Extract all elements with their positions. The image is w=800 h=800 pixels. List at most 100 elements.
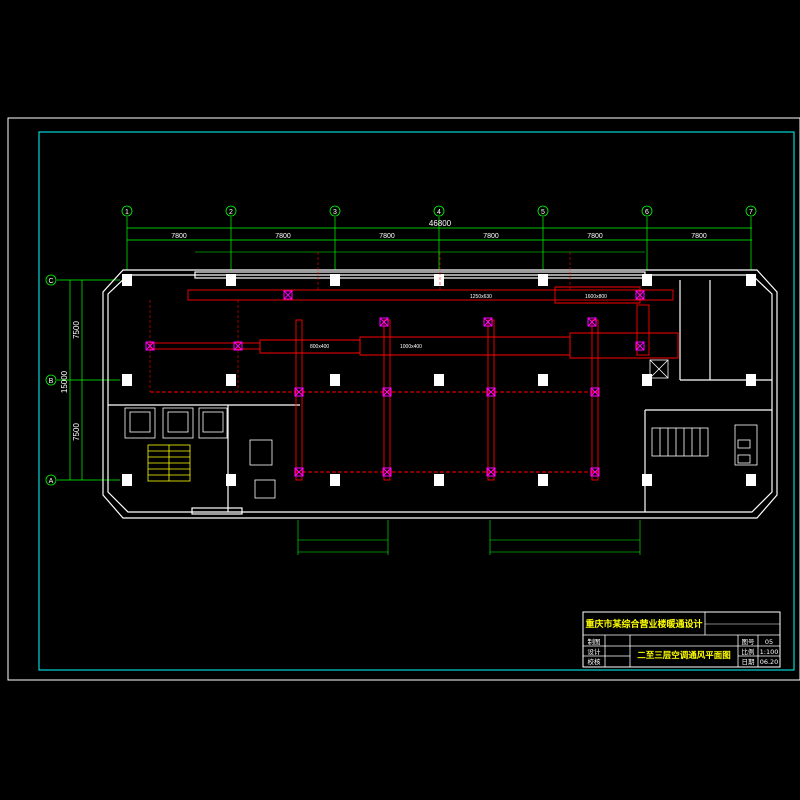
left-dimension-chain: 15000 7500 7500 xyxy=(60,280,83,480)
column-axis-bubbles: 1 2 3 4 5 6 7 xyxy=(121,205,757,217)
bottom-dimensions xyxy=(297,520,641,555)
axis-lines xyxy=(57,217,752,481)
diffuser-cross xyxy=(294,467,304,477)
axis-label-col: 3 xyxy=(333,209,337,216)
duct-label-4: 800x400 xyxy=(310,344,329,350)
duct-label-1: 1250x630 xyxy=(470,294,492,300)
row-axis-bubbles: C B A xyxy=(45,274,57,486)
axis-bubble-col xyxy=(225,205,237,217)
column xyxy=(538,474,548,486)
duct-label-2: 1600x800 xyxy=(585,294,607,300)
diffuser xyxy=(635,341,645,351)
diffuser xyxy=(382,387,392,397)
structural-columns xyxy=(122,274,756,486)
column xyxy=(122,274,132,286)
air-diffusers xyxy=(145,290,645,477)
column xyxy=(330,274,340,286)
bay-dim-4: 7800 xyxy=(483,233,499,240)
axis-bubble-col xyxy=(329,205,341,217)
column xyxy=(330,474,340,486)
column xyxy=(642,274,652,286)
diffuser-cross xyxy=(294,387,304,397)
diffuser-cross xyxy=(283,290,293,300)
column xyxy=(226,274,236,286)
column xyxy=(122,474,132,486)
duct-dash-verticals xyxy=(149,252,571,392)
date-label: 日期 xyxy=(742,658,756,666)
column xyxy=(434,474,444,486)
diffuser-cross xyxy=(382,467,392,477)
axis-bubble-row xyxy=(45,274,57,286)
column xyxy=(434,374,444,386)
diffuser-cross xyxy=(590,387,600,397)
diffuser-cross xyxy=(486,467,496,477)
diffuser-cross xyxy=(635,341,645,351)
row-label-design: 设计 xyxy=(588,647,602,656)
column xyxy=(642,374,652,386)
title-block: 重庆市某综合营业楼暖通设计 制图 设计 校核 二至三层空调通风平面图 图号 05… xyxy=(582,611,781,668)
diffuser xyxy=(379,317,389,327)
diffuser-cross xyxy=(145,341,155,351)
axis-label-row: B xyxy=(49,378,54,385)
diffuser-cross xyxy=(233,341,243,351)
diffuser xyxy=(294,387,304,397)
diffuser xyxy=(233,341,243,351)
top-dimension-chain: 46800 7800 7800 7800 7800 7800 7800 xyxy=(127,219,752,253)
diffuser xyxy=(590,387,600,397)
column xyxy=(538,374,548,386)
axis-bubble-col xyxy=(537,205,549,217)
diffuser-cross xyxy=(635,290,645,300)
bay-dim-2: 7800 xyxy=(275,233,291,240)
inner-frame xyxy=(38,131,795,671)
column xyxy=(330,374,340,386)
axis-label-col: 6 xyxy=(645,209,649,216)
column xyxy=(642,474,652,486)
axis-label-row: A xyxy=(49,478,54,485)
drawing-no-label: 图号 xyxy=(742,638,756,646)
total-dimension: 46800 xyxy=(429,219,452,228)
left-dim-1: 7500 xyxy=(72,321,81,339)
bay-dim-6: 7800 xyxy=(691,233,707,240)
diffuser-cross xyxy=(382,387,392,397)
column xyxy=(746,474,756,486)
column xyxy=(226,474,236,486)
stair-core-left xyxy=(124,407,276,499)
left-dim-2: 7500 xyxy=(72,423,81,441)
column xyxy=(538,274,548,286)
diffuser xyxy=(145,341,155,351)
axis-label-col: 7 xyxy=(749,209,753,216)
diffuser-cross xyxy=(486,387,496,397)
duct-size-labels: 1250x630 1600x800 1000x400 800x400 xyxy=(310,294,607,350)
axis-label-col: 2 xyxy=(229,209,233,216)
diffuser-cross xyxy=(587,317,597,327)
column xyxy=(746,374,756,386)
axis-label-col: 5 xyxy=(541,209,545,216)
diffuser xyxy=(283,290,293,300)
scale-label: 比例 xyxy=(742,647,755,656)
axis-bubble-col xyxy=(433,205,445,217)
row-label-check: 校核 xyxy=(588,657,602,666)
row-label-draw: 制图 xyxy=(588,637,601,646)
axis-label-col: 4 xyxy=(437,209,441,216)
bay-dim-3: 7800 xyxy=(379,233,395,240)
diffuser xyxy=(294,467,304,477)
stair-core-right xyxy=(649,359,758,466)
diffuser xyxy=(382,467,392,477)
duct-label-3: 1000x400 xyxy=(400,344,422,350)
diffuser xyxy=(587,317,597,327)
diffuser xyxy=(486,467,496,477)
column xyxy=(746,274,756,286)
project-title: 重庆市某综合营业楼暖通设计 xyxy=(585,618,702,630)
scale-value: 1:100 xyxy=(760,648,779,656)
column xyxy=(122,374,132,386)
axis-bubble-col xyxy=(641,205,653,217)
axis-bubble-col xyxy=(745,205,757,217)
axis-label-col: 1 xyxy=(125,209,129,216)
diffuser-cross xyxy=(379,317,389,327)
axis-label-row: C xyxy=(48,278,53,285)
diffuser xyxy=(590,467,600,477)
column xyxy=(226,374,236,386)
diffuser xyxy=(635,290,645,300)
axis-bubble-row xyxy=(45,474,57,486)
